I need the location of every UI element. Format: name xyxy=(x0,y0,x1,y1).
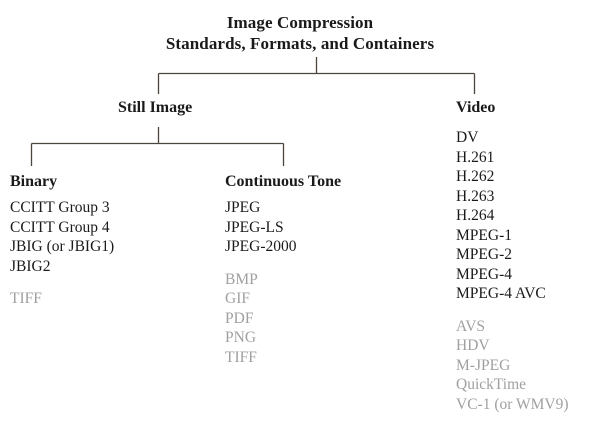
list-item: PDF xyxy=(225,309,254,327)
list-item: TIFF xyxy=(225,348,257,366)
list-item: VC-1 (or WMV9) xyxy=(456,395,569,413)
node-heading-still-image: Still Image xyxy=(118,99,193,116)
list-item: MPEG-4 xyxy=(456,265,512,283)
diagram-title-line-2: Standards, Formats, and Containers xyxy=(165,34,435,53)
list-item: DV xyxy=(456,129,479,146)
list-item: TIFF xyxy=(10,290,42,307)
list-item: AVS xyxy=(456,317,486,335)
list-item: MPEG-1 xyxy=(456,226,512,244)
list-item: H.261 xyxy=(456,148,495,166)
list-item: JBIG (or JBIG1) xyxy=(10,238,115,255)
list-item: CCITT Group 4 xyxy=(10,218,110,236)
node-heading-binary: Binary xyxy=(10,173,58,190)
item-list-binary: CCITT Group 3 CCITT Group 4 JBIG (or JBIG1… xyxy=(10,198,114,309)
list-item: MPEG-4 AVC xyxy=(456,285,546,302)
list-item: H.264 xyxy=(456,207,495,224)
list-item: HDV xyxy=(456,337,490,354)
diagram-title-line-1: Image Compression xyxy=(226,13,374,32)
list-item: H.263 xyxy=(456,187,495,205)
list-item: BMP xyxy=(225,270,258,288)
list-item: QuickTime xyxy=(456,376,527,393)
list-item: JPEG-2000 xyxy=(225,238,297,255)
list-item: CCITT Group 3 xyxy=(10,199,110,216)
list-item: JBIG2 xyxy=(10,257,51,275)
list-item: GIF xyxy=(225,290,250,307)
node-heading-continuous-tone: Continuous Tone xyxy=(225,173,342,190)
diagram-title: Image Compression Standards, Formats, an… xyxy=(0,12,600,54)
list-item: JPEG xyxy=(225,199,261,216)
list-item: PNG xyxy=(225,329,257,346)
list-item: JPEG-LS xyxy=(225,218,284,236)
node-heading-video: Video xyxy=(456,99,496,116)
list-item: H.262 xyxy=(456,168,495,185)
list-item: MPEG-2 xyxy=(456,246,512,263)
list-item: M-JPEG xyxy=(456,356,511,374)
